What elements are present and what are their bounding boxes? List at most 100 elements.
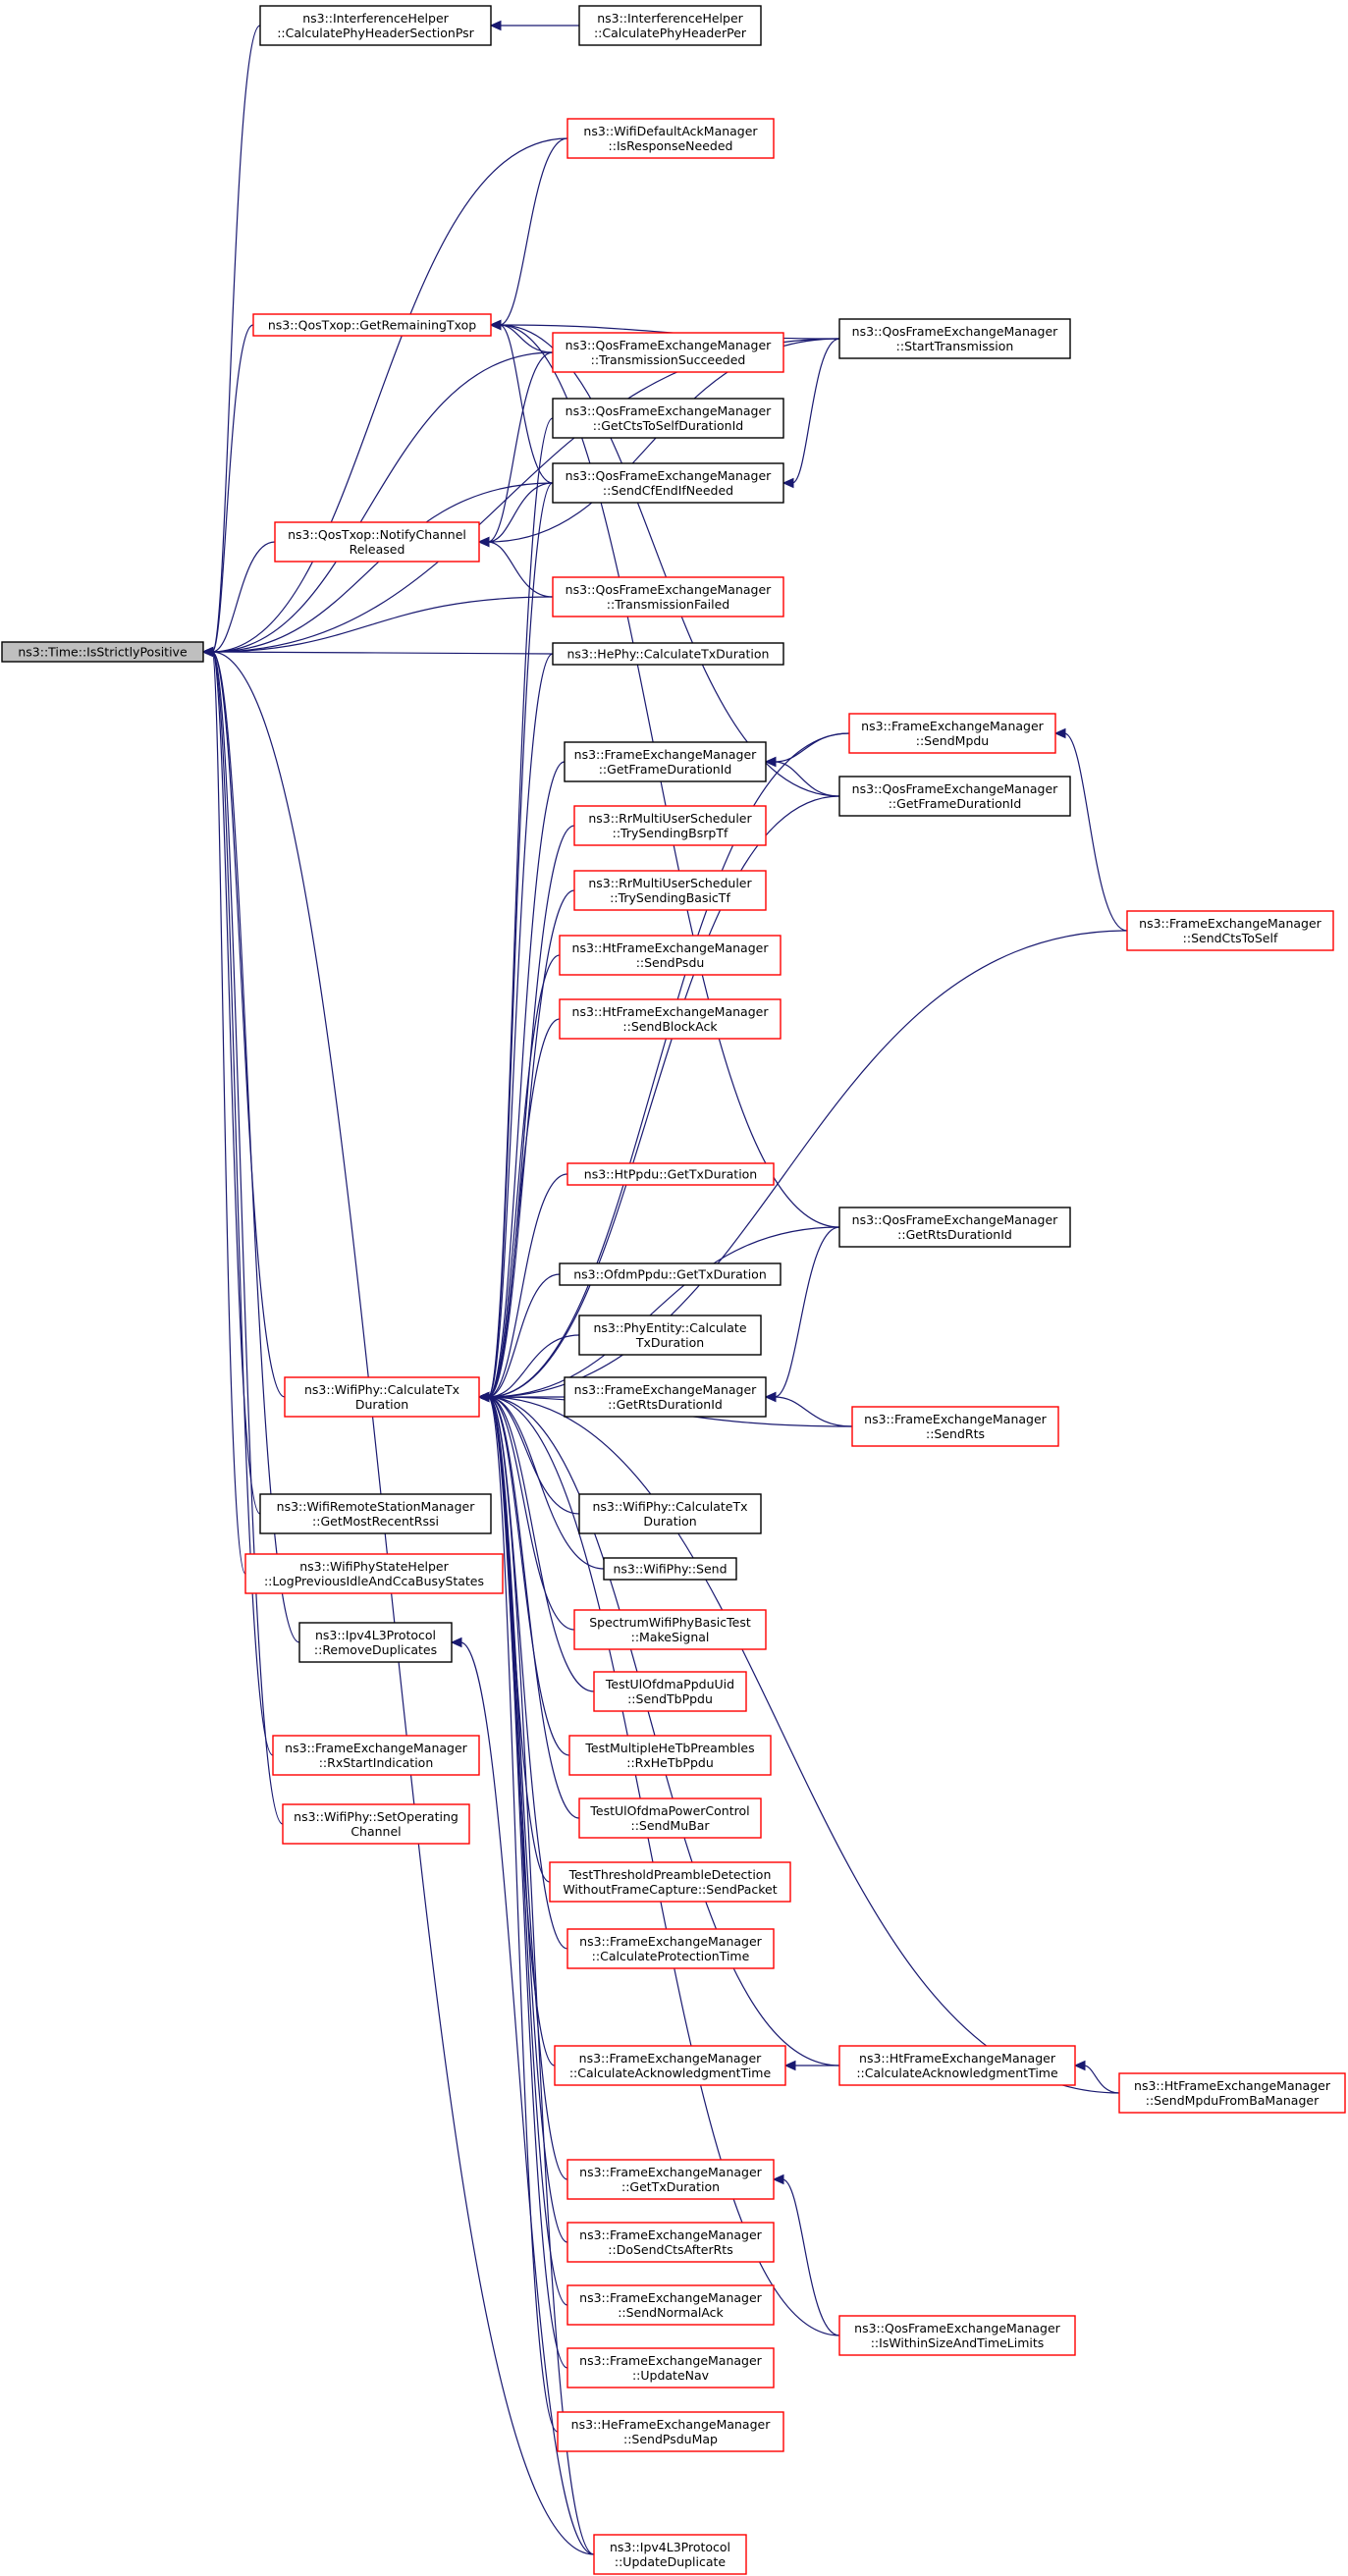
- node-femCtsSelf[interactable]: ns3::FrameExchangeManager::SendCtsToSelf: [1126, 910, 1334, 951]
- node-box: [838, 2315, 1076, 2356]
- node-label: ns3::QosTxop::GetRemainingTxop: [268, 318, 476, 333]
- node-label: ns3::QosFrameExchangeManager: [852, 1212, 1058, 1227]
- node-femRtsDur[interactable]: ns3::FrameExchangeManager::GetRtsDuratio…: [564, 1376, 767, 1418]
- edge: [489, 319, 554, 484]
- node-phyEntity[interactable]: ns3::PhyEntity::CalculateTxDuration: [578, 1315, 762, 1356]
- node-htSendMpduBa[interactable]: ns3::HtFrameExchangeManager::SendMpduFro…: [1118, 2072, 1346, 2114]
- node-box: [272, 1735, 480, 1776]
- node-spectrumTest[interactable]: SpectrumWifiPhyBasicTest::MakeSignal: [573, 1609, 767, 1650]
- edge: [764, 1226, 840, 1403]
- node-label: ns3::QosTxop::NotifyChannel: [288, 527, 466, 542]
- edge-arrowhead: [477, 536, 490, 548]
- node-box: [274, 521, 480, 563]
- node-wifiPhyCalc2[interactable]: ns3::WifiPhy::CalculateTxDuration: [578, 1493, 762, 1534]
- edge: [477, 536, 554, 598]
- edge-arrowhead: [450, 1637, 462, 1648]
- node-box: [838, 776, 1071, 817]
- node-femNormAck[interactable]: ns3::FrameExchangeManager::SendNormalAck: [566, 2284, 775, 2326]
- edge-line: [459, 1641, 595, 2555]
- node-qosRemTxop[interactable]: ns3::QosTxop::GetRemainingTxop: [252, 313, 492, 337]
- node-qfemTxSucc[interactable]: ns3::QosFrameExchangeManager::Transmissi…: [552, 332, 784, 373]
- node-rrBasic[interactable]: ns3::RrMultiUserScheduler::TrySendingBas…: [573, 870, 767, 911]
- node-htBlockAck[interactable]: ns3::HtFrameExchangeManager::SendBlockAc…: [559, 998, 782, 1040]
- node-box: [559, 998, 782, 1040]
- node-femSendMpdu[interactable]: ns3::FrameExchangeManager::SendMpdu: [848, 713, 1056, 754]
- nodes-layer: ns3::Time::IsStrictlyPositive ns3::Interf…: [1, 5, 1346, 2575]
- node-label: ::TransmissionFailed: [607, 597, 729, 612]
- node-femFrameDur[interactable]: ns3::FrameExchangeManager::GetFrameDurat…: [564, 741, 767, 782]
- node-ihPer[interactable]: ns3::InterferenceHelper::CalculatePhyHea…: [578, 5, 762, 46]
- node-rrBsrp[interactable]: ns3::RrMultiUserScheduler::TrySendingBsr…: [573, 805, 767, 846]
- node-qfemStartTx[interactable]: ns3::QosFrameExchangeManager::StartTrans…: [838, 318, 1071, 359]
- node-root[interactable]: ns3::Time::IsStrictlyPositive: [1, 641, 204, 663]
- edge: [489, 137, 568, 331]
- node-box: [1118, 2072, 1346, 2114]
- edge-line: [211, 651, 274, 1756]
- node-label: ns3::QosFrameExchangeManager: [854, 2321, 1060, 2335]
- node-femNav[interactable]: ns3::FrameExchangeManager::UpdateNav: [566, 2347, 775, 2388]
- edge-arrowhead: [783, 2060, 796, 2071]
- edge-line: [487, 1396, 595, 2555]
- node-wifiPhySend[interactable]: ns3::WifiPhy::Send: [603, 1557, 737, 1581]
- node-femGetTx[interactable]: ns3::FrameExchangeManager::GetTxDuration: [566, 2159, 775, 2200]
- node-femProt[interactable]: ns3::FrameExchangeManager::CalculateProt…: [566, 1928, 775, 1969]
- node-ipv4Remove[interactable]: ns3::Ipv4L3Protocol::RemoveDuplicates: [298, 1622, 453, 1663]
- node-label: SpectrumWifiPhyBasicTest: [589, 1615, 751, 1630]
- node-label: ns3::FrameExchangeManager: [579, 2165, 762, 2179]
- edge: [450, 1637, 595, 2555]
- node-box: [552, 398, 784, 439]
- edge-line: [211, 651, 261, 1515]
- node-label: ::CalculateProtectionTime: [592, 1949, 750, 1963]
- edge-arrowhead: [489, 20, 502, 31]
- node-box: [573, 805, 767, 846]
- node-box: [566, 2222, 775, 2263]
- node-testThresh[interactable]: TestThresholdPreambleDetectionWithoutFra…: [549, 1861, 791, 1903]
- node-testMultiHe[interactable]: TestMultipleHeTbPreambles::RxHeTbPpdu: [568, 1735, 772, 1776]
- edge: [782, 338, 840, 489]
- edge: [1053, 727, 1128, 932]
- node-htSendPsdu[interactable]: ns3::HtFrameExchangeManager::SendPsdu: [559, 935, 782, 976]
- node-wifiPhyCalc[interactable]: ns3::WifiPhy::CalculateTxDuration: [284, 1376, 480, 1418]
- node-femDoCts[interactable]: ns3::FrameExchangeManager::DoSendCtsAfte…: [566, 2222, 775, 2263]
- node-htAck[interactable]: ns3::HtFrameExchangeManager::CalculateAc…: [838, 2045, 1076, 2086]
- node-box: [593, 2534, 747, 2575]
- edge-line: [211, 482, 554, 653]
- node-qfemFrameDur[interactable]: ns3::QosFrameExchangeManager::GetFrameDu…: [838, 776, 1071, 817]
- node-ipv4Update[interactable]: ns3::Ipv4L3Protocol::UpdateDuplicate: [593, 2534, 747, 2575]
- node-hePhyTx[interactable]: ns3::HePhy::CalculateTxDuration: [552, 642, 784, 666]
- edge-arrowhead: [764, 756, 777, 768]
- node-label: ns3::FrameExchangeManager: [285, 1741, 467, 1755]
- node-ofdmPpdu[interactable]: ns3::OfdmPpdu::GetTxDuration: [559, 1262, 782, 1286]
- node-wrsm[interactable]: ns3::WifiRemoteStationManager::GetMostRe…: [259, 1493, 492, 1534]
- node-qfemRtsDur[interactable]: ns3::QosFrameExchangeManager::GetRtsDura…: [838, 1207, 1071, 1248]
- node-heFemPsdu[interactable]: ns3::HeFrameExchangeManager::SendPsduMap: [557, 2411, 784, 2452]
- node-box: [566, 118, 775, 159]
- node-label: ::UpdateNav: [632, 2368, 710, 2383]
- node-qfemTxFail[interactable]: ns3::QosFrameExchangeManager::Transmissi…: [552, 576, 784, 617]
- edge: [764, 756, 840, 797]
- node-wdamResp[interactable]: ns3::WifiDefaultAckManager::IsResponseNe…: [566, 118, 775, 159]
- node-label: ::IsWithinSizeAndTimeLimits: [871, 2335, 1045, 2350]
- edge-line: [211, 651, 246, 1575]
- node-label: ::MakeSignal: [631, 1630, 710, 1644]
- node-box: [573, 1609, 767, 1650]
- node-label: ::SendCfEndIfNeeded: [603, 483, 733, 498]
- node-qfemCfEnd[interactable]: ns3::QosFrameExchangeManager::SendCfEndI…: [552, 462, 784, 504]
- edge: [201, 646, 284, 1825]
- node-label: ns3::QosFrameExchangeManager: [566, 468, 772, 483]
- node-qfemWithin[interactable]: ns3::QosFrameExchangeManager::IsWithinSi…: [838, 2315, 1076, 2356]
- node-testUlPpdu[interactable]: TestUlOfdmaPpduUid::SendTbPpdu: [593, 1671, 747, 1712]
- node-box: [838, 318, 1071, 359]
- edge-line: [782, 2178, 840, 2336]
- node-testPower[interactable]: TestUlOfdmaPowerControl::SendMuBar: [578, 1798, 762, 1839]
- node-femAck[interactable]: ns3::FrameExchangeManager::CalculateAckn…: [554, 2045, 786, 2086]
- node-femSendRts[interactable]: ns3::FrameExchangeManager::SendRts: [851, 1406, 1059, 1447]
- node-ihPsr[interactable]: ns3::InterferenceHelper::CalculatePhyHea…: [259, 5, 492, 46]
- node-htPpdu[interactable]: ns3::HtPpdu::GetTxDuration: [566, 1162, 775, 1186]
- node-qfemCts[interactable]: ns3::QosFrameExchangeManager::GetCtsToSe…: [552, 398, 784, 439]
- node-wpsh[interactable]: ns3::WifiPhyStateHelper::LogPreviousIdle…: [244, 1553, 504, 1594]
- node-femRxStart[interactable]: ns3::FrameExchangeManager::RxStartIndica…: [272, 1735, 480, 1776]
- node-box: [838, 2045, 1076, 2086]
